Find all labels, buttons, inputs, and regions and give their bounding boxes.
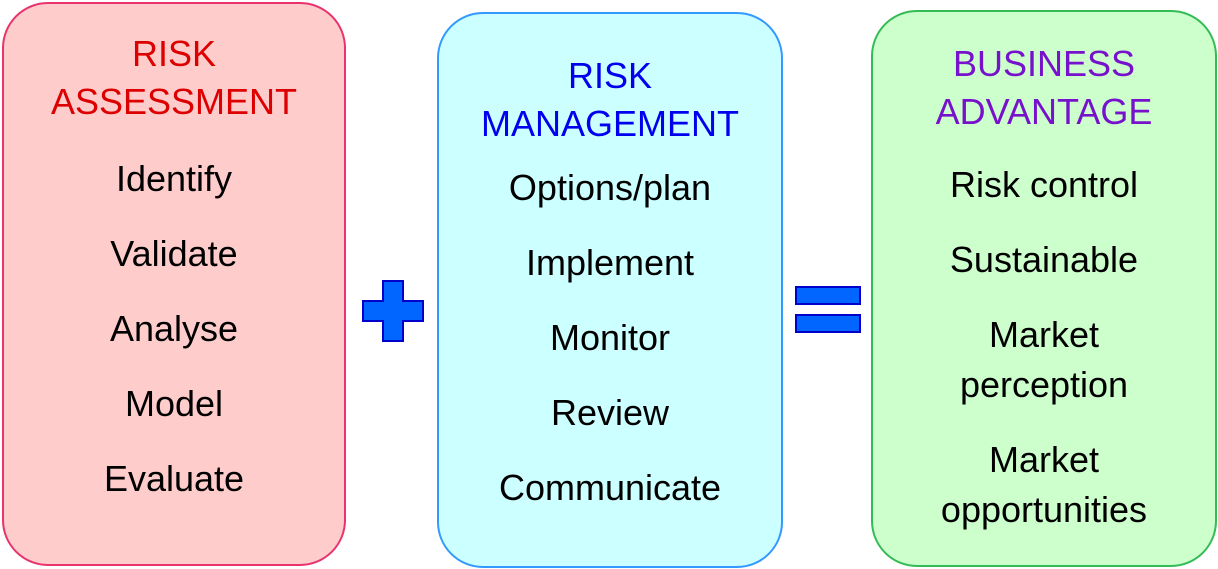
risk-management-panel: RISK MANAGEMENT Options/plan Implement M… bbox=[437, 12, 783, 568]
risk-management-heading: RISK MANAGEMENT bbox=[439, 52, 781, 148]
list-item-evaluate: Evaluate bbox=[103, 458, 245, 499]
risk-assessment-list: Identify Validate Analyse Model Evaluate bbox=[4, 154, 344, 529]
list-item-market-opportunities: Market opportunities bbox=[873, 435, 1215, 560]
list-item-monitor: Monitor bbox=[549, 317, 671, 358]
item-text: Sustainable bbox=[949, 239, 1139, 280]
list-item-identify: Identify bbox=[115, 158, 233, 199]
business-advantage-list: Risk control Sustainable Market percepti… bbox=[873, 160, 1215, 560]
list-item-communicate: Communicate bbox=[498, 467, 722, 508]
heading-line-1: RISK bbox=[567, 55, 653, 96]
item-text-line-1: Market bbox=[988, 439, 1100, 480]
list-item-risk-control: Risk control bbox=[873, 160, 1215, 235]
risk-assessment-heading: RISK ASSESSMENT bbox=[4, 30, 344, 126]
heading-line-2: ASSESSMENT bbox=[50, 81, 298, 122]
item-text: Risk control bbox=[949, 164, 1139, 205]
item-text-line-2: perception bbox=[959, 364, 1129, 405]
heading-line-1: BUSINESS bbox=[952, 43, 1136, 84]
risk-assessment-panel: RISK ASSESSMENT Identify Validate Analys… bbox=[2, 2, 346, 566]
list-item-validate: Validate bbox=[110, 233, 238, 274]
risk-management-list: Options/plan Implement Monitor Review Co… bbox=[439, 163, 781, 538]
heading-line-1: RISK bbox=[131, 33, 217, 74]
list-item-review: Review bbox=[550, 392, 670, 433]
equals-icon-graphic bbox=[795, 286, 861, 333]
business-advantage-panel: BUSINESS ADVANTAGE Risk control Sustaina… bbox=[871, 10, 1217, 567]
item-text-line-2: opportunities bbox=[940, 489, 1148, 530]
plus-icon bbox=[361, 279, 425, 343]
list-item-implement: Implement bbox=[525, 242, 695, 283]
heading-line-2: MANAGEMENT bbox=[480, 103, 739, 144]
list-item-model: Model bbox=[124, 383, 224, 424]
list-item-market-perception: Market perception bbox=[873, 310, 1215, 435]
list-item-analyse: Analyse bbox=[109, 308, 239, 349]
business-advantage-heading: BUSINESS ADVANTAGE bbox=[873, 40, 1215, 136]
plus-icon-graphic bbox=[362, 280, 424, 342]
list-item-sustainable: Sustainable bbox=[873, 235, 1215, 310]
heading-line-2: ADVANTAGE bbox=[935, 91, 1153, 132]
list-item-options-plan: Options/plan bbox=[508, 167, 712, 208]
item-text-line-1: Market bbox=[988, 314, 1100, 355]
equals-icon bbox=[795, 286, 861, 334]
